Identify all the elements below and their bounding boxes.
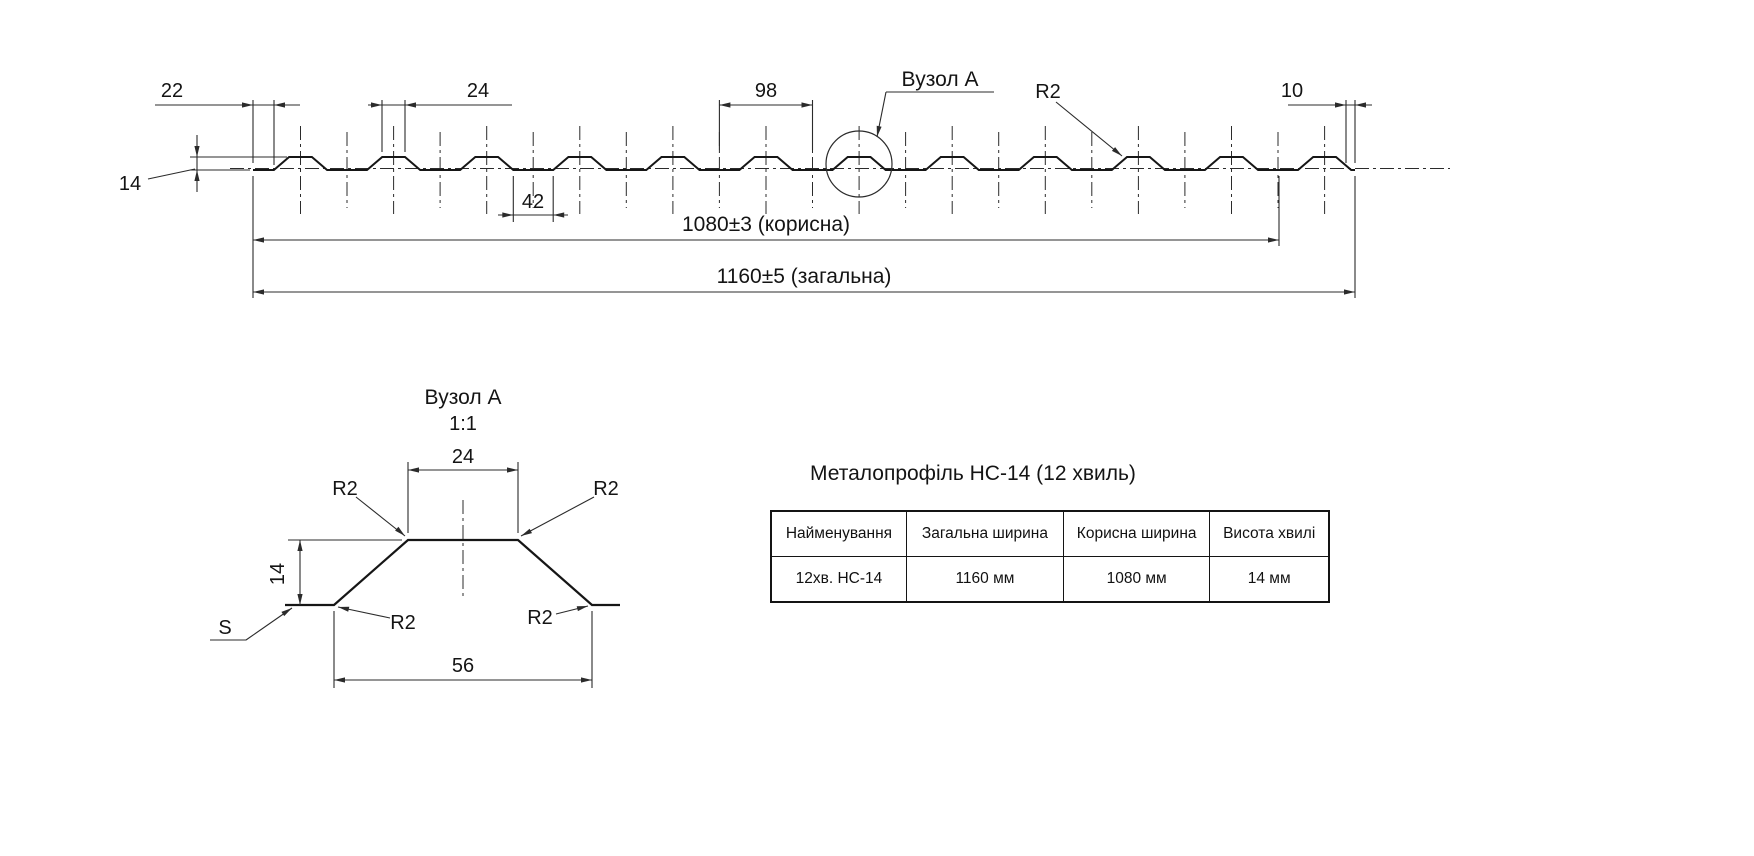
spec-title: Металопрофіль НС-14 (12 хвиль) [810,462,1136,485]
spec-header-useful-width: Корисна ширина [1062,510,1211,557]
spec-block: Металопрофіль НС-14 (12 хвиль) Найменува… [770,462,1330,603]
detail-thickness-label: S [218,617,231,639]
dim-bottom-flat-label: 42 [522,191,544,213]
detail-dim-height-label: 14 [267,563,289,585]
spec-header-row: Найменування Загальна ширина Корисна шир… [770,510,1330,557]
dimension-arrows [194,102,1366,295]
profile-outline [253,156,1355,171]
spec-cell-name: 12хв. НС-14 [770,556,907,603]
spec-data-row: 12хв. НС-14 1160 мм 1080 мм 14 мм [770,556,1330,603]
detail-dim-bottom-width-label: 56 [452,655,474,677]
spec-header-name: Найменування [770,510,907,557]
detail-dimension-arrows [281,467,592,683]
spec-cell-useful-width: 1080 мм [1062,556,1211,603]
spec-table: Найменування Загальна ширина Корисна шир… [770,510,1330,603]
dim-height-label: 14 [119,173,141,195]
detail-radius-top-left-label: R2 [332,478,358,500]
spec-cell-wave-height: 14 мм [1209,556,1330,603]
dimension-lines [147,91,1372,293]
spec-cell-total-width: 1160 мм [905,556,1064,603]
detail-radius-bottom-right-label: R2 [527,607,553,629]
detail-circle [825,130,893,198]
detail-extension-lines [288,462,593,688]
spec-header-total-width: Загальна ширина [905,510,1064,557]
detail-radius-top-right-label: R2 [593,478,619,500]
leader-lines [147,91,1123,180]
dim-pitch-label: 98 [755,80,777,102]
dim-right-flat-label: 10 [1281,80,1303,102]
node-callout-label: Вузол А [902,68,979,91]
detail-dim-top-width-label: 24 [452,446,474,468]
crest-centerlines [300,126,1326,214]
detail-radius-bottom-left-label: R2 [390,612,416,634]
extension-lines [190,100,1356,298]
dim-crest-width-label: 24 [467,80,489,102]
detail-leader-lines [210,496,595,641]
dim-useful-width-label: 1080±3 (корисна) [682,213,850,236]
dim-left-flat-label: 22 [161,80,183,102]
detail-view: Вузол А 1:1 [210,386,620,688]
spec-header-wave-height: Висота хвилі [1209,510,1330,557]
detail-scale: 1:1 [449,413,477,435]
top-view: 22 24 98 Вузол А R2 10 14 42 1080±3 (кор… [119,68,1450,298]
radius-callout-label: R2 [1035,81,1061,103]
dim-total-width-label: 1160±5 (загальна) [717,265,892,288]
detail-profile-outline [285,538,620,607]
detail-title: Вузол А [425,386,502,409]
